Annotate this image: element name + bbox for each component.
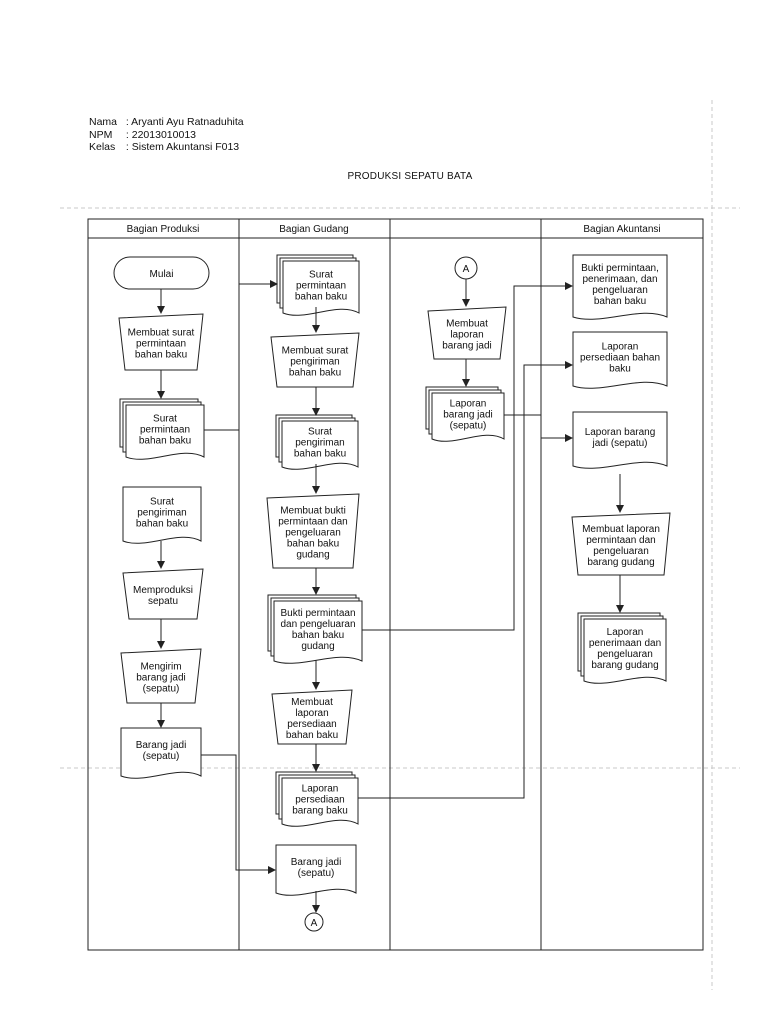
process-membuat-laporan-permintaan (571, 512, 671, 576)
doc-bukti-permintaan-akuntansi (572, 254, 668, 320)
npm-label: NPM (89, 128, 113, 141)
npm-value: : 22013010013 (125, 128, 196, 141)
edge-g7-a2 (358, 361, 573, 799)
edge-m2-a3 (504, 414, 573, 442)
name-value: : Aryanti Ayu Ratnaduhita (125, 116, 244, 128)
connector-a-top-label: A (463, 264, 470, 275)
doc-surat-permintaan-gudang (276, 254, 360, 316)
process-mengirim-barang-jadi (120, 648, 202, 704)
doc-barang-jadi-produksi-label: Barang jadi(sepatu) (136, 740, 187, 762)
doc-laporan-penerimaan-pengeluaran (577, 612, 667, 684)
process-membuat-laporan-persediaan (271, 689, 353, 745)
doc-laporan-barang-jadi-akuntansi (572, 411, 668, 469)
process-membuat-surat-pengiriman (270, 332, 360, 388)
start-label: Mulai (150, 269, 174, 280)
doc-laporan-persediaan-akuntansi (572, 331, 668, 389)
doc-barang-jadi-gudang (275, 844, 357, 896)
name-label: Nama (89, 116, 118, 128)
lane-label-akuntansi: Bagian Akuntansi (583, 224, 660, 235)
process-membuat-surat-permintaan (118, 313, 204, 371)
connector-a-bottom-label: A (311, 918, 318, 929)
process-membuat-bukti-permintaan (266, 493, 360, 569)
student-info: Nama : Aryanti Ayu Ratnaduhita NPM : 220… (89, 116, 244, 154)
diagram-title: PRODUKSI SEPATU BATA (347, 171, 473, 182)
edge-p2-g1 (204, 280, 278, 431)
doc-barang-jadi-gudang-label: Barang jadi(sepatu) (291, 857, 342, 879)
process-memproduksi-sepatu (122, 568, 204, 620)
doc-bukti-permintaan-gudang (267, 594, 363, 664)
doc-surat-pengiriman-produksi (122, 486, 202, 544)
class-value: : Sistem Akuntansi F013 (125, 141, 240, 153)
connector-a-bottom (304, 912, 324, 932)
lane-label-gudang: Bagian Gudang (279, 224, 349, 235)
doc-barang-jadi-produksi (120, 727, 202, 779)
edge-p6-g8 (201, 754, 276, 874)
class-label: Kelas (89, 141, 116, 153)
doc-surat-permintaan-produksi (119, 398, 205, 460)
lane-label-produksi: Bagian Produksi (127, 224, 200, 235)
doc-laporan-barang-jadi-middle (425, 386, 505, 442)
edge-g5-a1 (362, 282, 573, 631)
doc-laporan-persediaan-gudang (275, 771, 359, 827)
process-membuat-laporan-barang-jadi (427, 306, 507, 360)
doc-surat-pengiriman-gudang (275, 414, 359, 470)
